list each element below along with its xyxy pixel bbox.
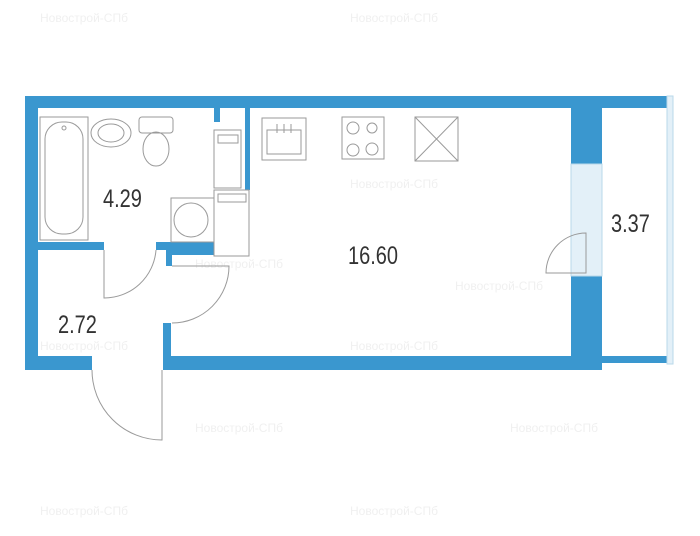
stove-icon — [341, 116, 385, 160]
bathroom-door — [103, 249, 157, 299]
watermark: Новострой-СПб — [40, 504, 128, 518]
room-door — [171, 265, 230, 324]
doors — [91, 232, 587, 441]
walls — [25, 96, 667, 370]
watermark: Новострой-СПб — [350, 11, 438, 25]
watermark: Новострой-СПб — [195, 421, 283, 435]
watermark: Новострой-СПб — [350, 504, 438, 518]
living-room-area: 16.60 — [348, 242, 398, 270]
hallway-area: 2.72 — [58, 311, 97, 339]
cabinet-icon — [213, 129, 242, 189]
balcony-area: 3.37 — [611, 210, 650, 238]
watermark: Новострой-СПб — [510, 421, 598, 435]
washing-machine-icon — [170, 197, 215, 243]
watermark: Новострой-СПб — [40, 339, 128, 353]
toilet-icon — [138, 116, 174, 134]
balcony-door — [545, 232, 587, 274]
watermark: Новострой-СПб — [455, 279, 543, 293]
bathtub-icon — [39, 116, 89, 241]
watermark: Новострой-СПб — [195, 257, 283, 271]
sink-icon — [90, 118, 132, 148]
fixtures — [39, 116, 459, 257]
entry-door — [91, 369, 163, 441]
watermarks: Новострой-СПб Новострой-СПб Новострой-СП… — [40, 11, 598, 518]
watermark: Новострой-СПб — [350, 339, 438, 353]
watermark: Новострой-СПб — [350, 177, 438, 191]
kitchen-sink-icon — [261, 117, 307, 161]
bathroom-area: 4.29 — [103, 185, 142, 213]
fridge-icon — [414, 116, 459, 162]
balcony-glazing — [666, 95, 674, 365]
watermark: Новострой-СПб — [40, 11, 128, 25]
room-labels: 4.29 2.72 16.60 3.37 — [58, 185, 650, 339]
cabinet-icon — [213, 189, 250, 257]
